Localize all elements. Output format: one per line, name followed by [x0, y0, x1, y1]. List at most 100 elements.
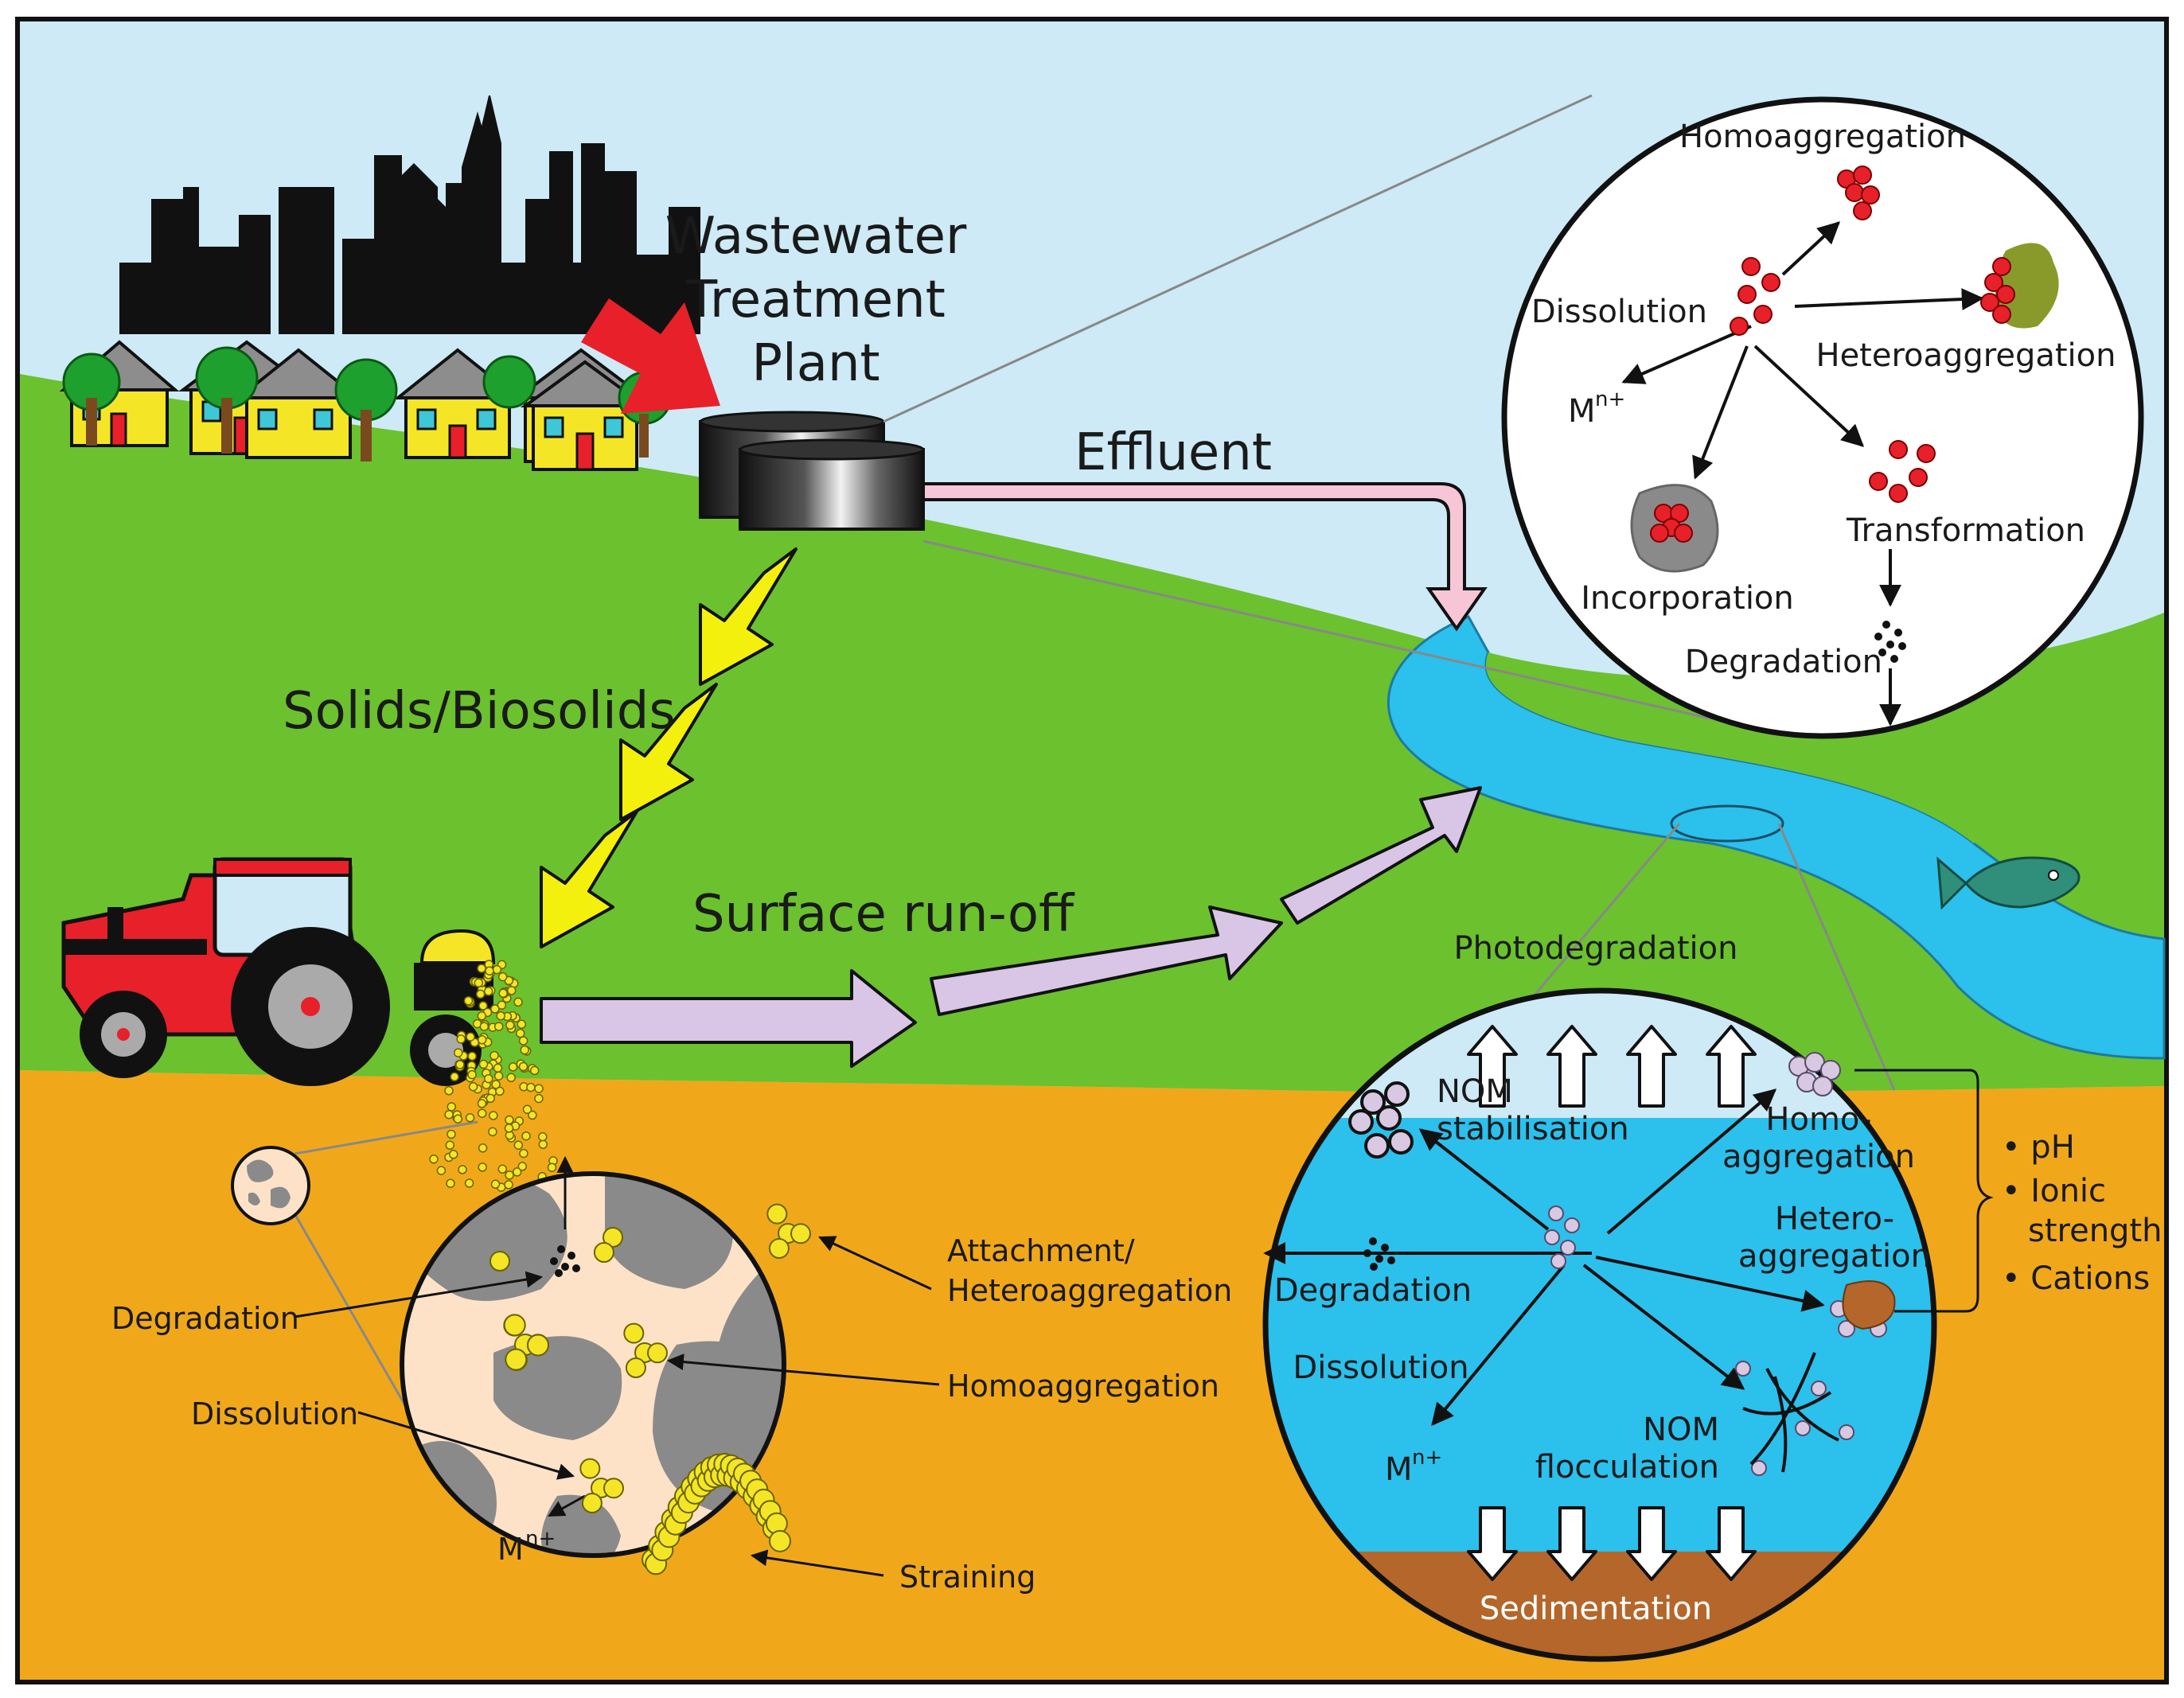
falling-particle: [521, 1131, 531, 1141]
falling-particle: [467, 1069, 477, 1080]
falling-particle: [517, 1162, 528, 1171]
soil-homoaggregation: Homoaggregation: [947, 1369, 1219, 1404]
water-nom-floc-2: flocculation: [1535, 1449, 1719, 1486]
wwtp-label-2: Treatment: [685, 271, 946, 329]
soil-particle: [489, 1251, 510, 1272]
soil-metal-ion-sup: n+: [525, 1527, 556, 1551]
soil-particle: [603, 1227, 623, 1248]
falling-particle: [455, 1060, 465, 1069]
falling-particle: [504, 1124, 514, 1133]
factor-bracket: [1854, 1069, 1994, 1313]
falling-particle: [464, 1178, 474, 1188]
main-labels: Wastewater Treatment Plant Effluent Soli…: [283, 207, 1272, 944]
hetero-aggregate: [1980, 243, 2059, 329]
degradation-dots: [1874, 621, 1906, 663]
top-circle-arrows: [1621, 221, 1984, 726]
falling-particle: [449, 1150, 458, 1159]
falling-particle: [465, 1113, 475, 1123]
falling-particle: [515, 1028, 525, 1038]
top-metal-ion-sup: n+: [1595, 388, 1625, 411]
incorporation-aggregate: [1630, 484, 1719, 573]
city-tower-left: [119, 263, 167, 334]
falling-particle: [512, 1167, 522, 1177]
falling-particle: [467, 1051, 477, 1061]
top-dissolution: Dissolution: [1531, 294, 1707, 330]
falling-particle: [485, 966, 494, 976]
river-processes-circle: [1501, 96, 2144, 739]
water-sedimentation: Sedimentation: [1480, 1591, 1712, 1627]
top-metal-ion: M: [1568, 393, 1596, 430]
falling-particle: [506, 986, 517, 995]
falling-particle: [444, 1109, 454, 1120]
soil-particle: [581, 1493, 603, 1513]
factor-cations: • Cations: [2002, 1260, 2150, 1297]
falling-particle: [478, 1001, 488, 1011]
water-nom-stab-2: stabilisation: [1437, 1111, 1629, 1147]
soil-attachment-1: Attachment/: [947, 1233, 1135, 1268]
soil-particle: [505, 1348, 528, 1371]
falling-particle: [513, 1140, 524, 1150]
water-particles: [1348, 1052, 1887, 1476]
falling-particle: [477, 1099, 487, 1108]
soil-particle: [647, 1342, 668, 1364]
falling-particle: [534, 1093, 544, 1104]
falling-particle: [474, 978, 484, 988]
soil-particle: [593, 1242, 614, 1263]
falling-particle: [489, 1050, 499, 1061]
falling-particle: [534, 1084, 544, 1093]
wwtp-inflow-arrow: [581, 298, 720, 414]
falling-particle: [519, 1148, 528, 1159]
water-nom-stab-1: NOM: [1437, 1073, 1513, 1110]
water-circle-labels: Photodegradation NOM stabilisation Homo-…: [1274, 930, 1931, 1627]
falling-particle: [538, 1139, 548, 1150]
soil-metal-ion: M: [497, 1532, 524, 1567]
falling-particle: [506, 1073, 516, 1083]
water-homo-2: aggregation: [1722, 1139, 1915, 1175]
callout-line: [294, 1120, 478, 1155]
falling-particle: [463, 995, 474, 1006]
callout-line: [922, 539, 1736, 726]
solids-label: Solids/Biosolids: [283, 682, 676, 741]
falling-particle: [429, 1155, 439, 1164]
soil-degradation: Degradation: [111, 1301, 299, 1336]
soil-dissolution: Dissolution: [191, 1396, 358, 1431]
effluent-pipe: [922, 482, 1488, 632]
falling-particle: [497, 972, 508, 982]
top-heteroaggregation: Heteroaggregation: [1815, 337, 2116, 374]
house: [234, 348, 363, 459]
callout-line: [1777, 823, 1896, 1091]
falling-particle: [444, 1086, 454, 1096]
wwtp-label-3: Plant: [751, 334, 879, 393]
water-photodegradation: Photodegradation: [1454, 930, 1738, 967]
falling-particle: [493, 1071, 504, 1081]
water-processes-circle: [1262, 987, 1937, 1662]
falling-particle: [495, 1086, 505, 1096]
soil-particle: [603, 1478, 624, 1499]
falling-particle: [456, 1034, 466, 1044]
water-metal-ion-sup: n+: [1412, 1446, 1442, 1470]
soil-circle-labels: Degradation Dissolution M n+ Attachment/…: [111, 1233, 1232, 1595]
callout-line: [883, 94, 1593, 423]
soil-particle: [623, 1322, 645, 1344]
falling-particle: [478, 1059, 489, 1069]
wwtp-label-1: Wastewater: [665, 207, 967, 266]
callout-line: [1527, 823, 1681, 1003]
falling-particle: [489, 1111, 498, 1120]
soil-particle: [766, 1203, 788, 1225]
water-homo-1: Homo-: [1765, 1101, 1871, 1138]
soil-degradation-dots: [550, 1245, 580, 1277]
water-degradation: Degradation: [1274, 1272, 1472, 1309]
water-metal-ion: M: [1385, 1451, 1413, 1488]
top-transformation: Transformation: [1846, 512, 2085, 549]
falling-particle: [538, 1131, 548, 1142]
falling-particle: [484, 1073, 493, 1084]
falling-particle: [497, 1164, 508, 1174]
falling-particle: [436, 1166, 447, 1175]
top-circle-labels: Homoaggregation Dissolution Heteroaggreg…: [1531, 119, 2116, 680]
hetero-blob: [1842, 1280, 1896, 1330]
river: [1386, 615, 2166, 1060]
falling-particle: [447, 1129, 456, 1139]
trees: [62, 346, 672, 461]
falling-particle: [477, 1035, 487, 1045]
